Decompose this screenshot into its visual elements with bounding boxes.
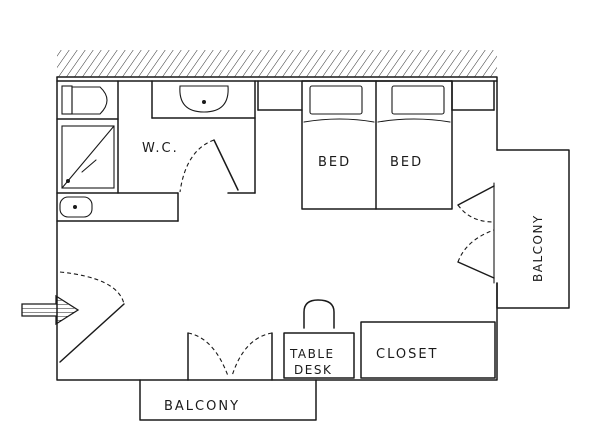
sink-side-icon [59,196,93,218]
balcony-right [496,149,570,309]
double-bed [301,80,453,210]
entrance-arrow-icon [21,294,80,326]
bathroom-walls [56,80,495,222]
desk-label: DESK [294,363,332,377]
balcony-right-door[interactable] [457,182,495,284]
exterior-wall-hatching [57,50,497,77]
balcony-right-label: BALCONY [531,214,545,282]
bed-right-label: BED [390,155,423,170]
shower-icon [61,125,115,189]
wc-label: W.C. [142,141,179,156]
bed-left-label: BED [318,155,351,170]
toilet-icon [61,85,108,115]
balcony-bottom [139,379,317,421]
entrance-door[interactable] [59,271,125,363]
closet-label: CLOSET [376,347,439,362]
closet [360,321,496,379]
chair-icon [303,299,335,329]
table-desk [283,332,355,379]
washbasin-icon [179,85,229,113]
balcony-bottom-label: BALCONY [164,399,240,414]
room-outline [56,76,498,381]
table-label: TABLE [289,347,335,361]
balcony-bottom-door[interactable] [187,332,273,381]
wc-door[interactable] [179,139,239,193]
